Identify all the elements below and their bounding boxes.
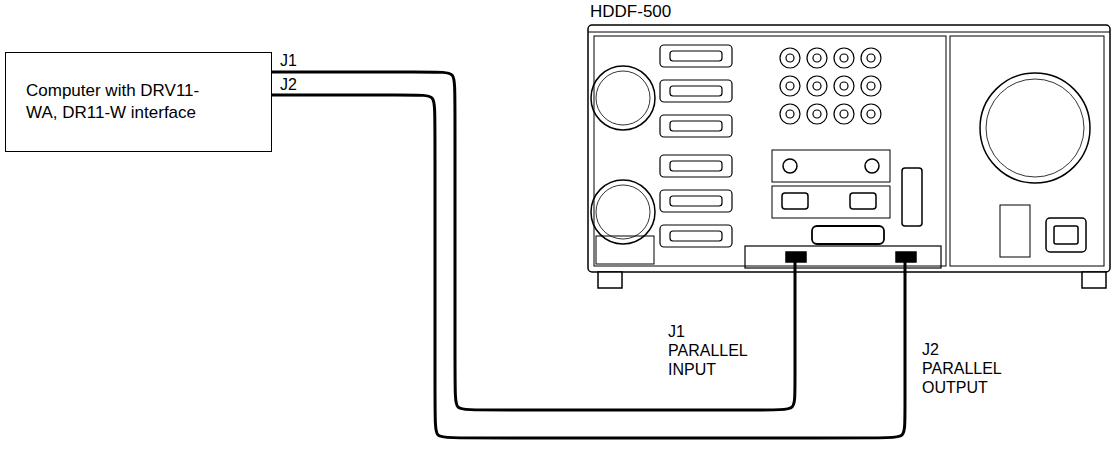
connector-name: J2 (280, 75, 297, 94)
computer-box: Computer with DRV11-WA, DR11-W interface (5, 52, 272, 152)
box-label: Computer with DRV11-WA, DR11-W interface (26, 80, 206, 124)
cable (272, 95, 905, 438)
connector-name: J1 (280, 51, 297, 70)
port-label: J2 PARALLEL OUTPUT (922, 340, 1014, 398)
cable (272, 72, 795, 410)
device-name: HDDF-500 (590, 1, 671, 23)
device-box: HDDF-500 (588, 25, 1110, 272)
port-label: J1 PARALLEL INPUT (668, 322, 760, 380)
